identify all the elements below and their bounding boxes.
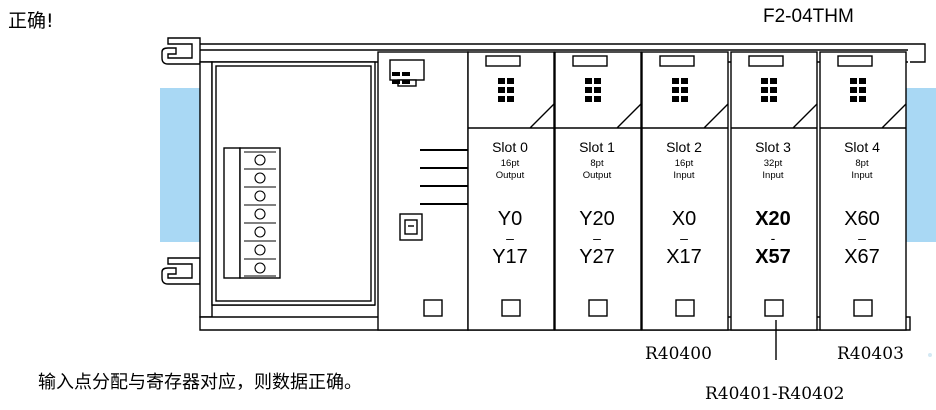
io-module-2-led (672, 96, 679, 102)
slot-3-addr-start: X20 (755, 208, 791, 230)
io-module-1-led (594, 78, 601, 84)
io-module-0-led (507, 87, 514, 93)
cpu-port (399, 213, 423, 241)
slot-2-points: 16pt (674, 158, 694, 169)
register-slot-3: R40403 (837, 344, 904, 364)
io-module-3-led (761, 78, 768, 84)
register-slot-0: R40400 (645, 344, 712, 364)
io-module-2-latch (659, 55, 695, 67)
io-module-4-led (859, 96, 866, 102)
slot-2-name: Slot 2 (666, 139, 702, 155)
io-module-2-led (681, 96, 688, 102)
io-module-4-led (850, 96, 857, 102)
io-module-1-divider (555, 103, 642, 129)
io-module-0-led (498, 87, 505, 93)
io-module-0-led (498, 96, 505, 102)
slot-0-addr-end: Y17 (492, 246, 528, 268)
io-module-1-led (585, 96, 592, 102)
io-module-3-tab (764, 299, 784, 317)
cpu-module (377, 51, 469, 331)
slot-0-addr-start: Y0 (497, 208, 523, 230)
io-module-1-led (594, 87, 601, 93)
io-modules (467, 51, 907, 331)
io-module-2-led (672, 78, 679, 84)
io-module-0-led (498, 78, 505, 84)
slot-3-points: 32pt (763, 158, 783, 169)
slot-3-label: Slot 3 32pt Input X20 - X57 (731, 131, 815, 268)
slot-2-dash: – (680, 230, 688, 246)
slot-3-name: Slot 3 (755, 139, 791, 155)
slot-3-type: Input (762, 170, 784, 181)
io-module-3-led (770, 96, 777, 102)
slot-1-addr-end: Y27 (579, 246, 615, 268)
io-module-4-divider (820, 103, 907, 129)
slot-4-addr-end: X67 (844, 246, 880, 268)
io-module-1-latch (572, 55, 608, 67)
power-supply (211, 61, 376, 306)
status-text: 正确! (8, 10, 54, 32)
slot-0-dash: – (506, 230, 514, 246)
slot-2-addr-start: X0 (671, 208, 697, 230)
model-label: F2-04THM (763, 6, 854, 27)
cpu-vents (420, 149, 468, 205)
slot-0-type: Output (495, 170, 525, 181)
io-module-4-latch (837, 55, 873, 67)
io-module-3-led (761, 96, 768, 102)
io-module-2-led (681, 87, 688, 93)
slot-1-addr-start: Y20 (579, 208, 615, 230)
io-module-0-led (507, 78, 514, 84)
io-module-3-led (761, 87, 768, 93)
terminal-screws (244, 151, 276, 277)
io-module-1-led (585, 78, 592, 84)
slot-4-dash: – (858, 230, 866, 246)
io-module-4-led (859, 87, 866, 93)
io-module-4-tab (853, 299, 873, 317)
io-module-3-divider (731, 103, 818, 129)
caption: 输入点分配与寄存器对应，则数据正确。 (38, 372, 362, 393)
slot-0-points: 16pt (500, 158, 520, 169)
slot-1-points: 8pt (590, 158, 604, 169)
slot-0-label: Slot 0 16pt Output Y0 – Y17 (468, 131, 552, 268)
slot-4-addr-start: X60 (844, 208, 880, 230)
io-module-1-led (594, 96, 601, 102)
io-module-2-led (681, 78, 688, 84)
io-module-0-divider (468, 103, 555, 129)
slot-1-type: Output (582, 170, 612, 181)
slot-2-addr-end: X17 (666, 246, 702, 268)
io-module-2-tab (675, 299, 695, 317)
slot-4-type: Input (851, 170, 873, 181)
io-module-1-tab (588, 299, 608, 317)
io-module-2-divider (642, 103, 729, 129)
slot-2-type: Input (673, 170, 695, 181)
io-module-4-led (859, 78, 866, 84)
io-module-0-tab (501, 299, 521, 317)
io-module-1-led (585, 87, 592, 93)
slot-1-label: Slot 1 8pt Output Y20 – Y27 (555, 131, 639, 268)
din-rail-right (905, 88, 936, 242)
slot-4-points: 8pt (855, 158, 869, 169)
io-module-4-led (850, 87, 857, 93)
slot-4-label: Slot 4 8pt Input X60 – X67 (820, 131, 904, 268)
cpu-leds (392, 72, 410, 84)
slot-1-dash: – (593, 230, 601, 246)
io-module-0-led (507, 96, 514, 102)
mount-ear-top (161, 37, 201, 65)
slot-3-dash: - (770, 230, 776, 246)
io-module-4-led (850, 78, 857, 84)
rail-dot (928, 353, 932, 357)
slot-3-addr-end: X57 (755, 246, 791, 268)
register-slot-1-2: R40401-R40402 (705, 384, 845, 404)
slot-0-name: Slot 0 (492, 139, 528, 155)
io-module-3-latch (748, 55, 784, 67)
io-module-2-led (672, 87, 679, 93)
mount-ear-bottom (161, 257, 201, 285)
io-module-3-led (770, 87, 777, 93)
io-module-3-led (770, 78, 777, 84)
io-module-0-latch (485, 55, 521, 67)
slot-2-label: Slot 2 16pt Input X0 – X17 (642, 131, 726, 268)
slot-4-name: Slot 4 (844, 139, 880, 155)
slot-1-name: Slot 1 (579, 139, 615, 155)
